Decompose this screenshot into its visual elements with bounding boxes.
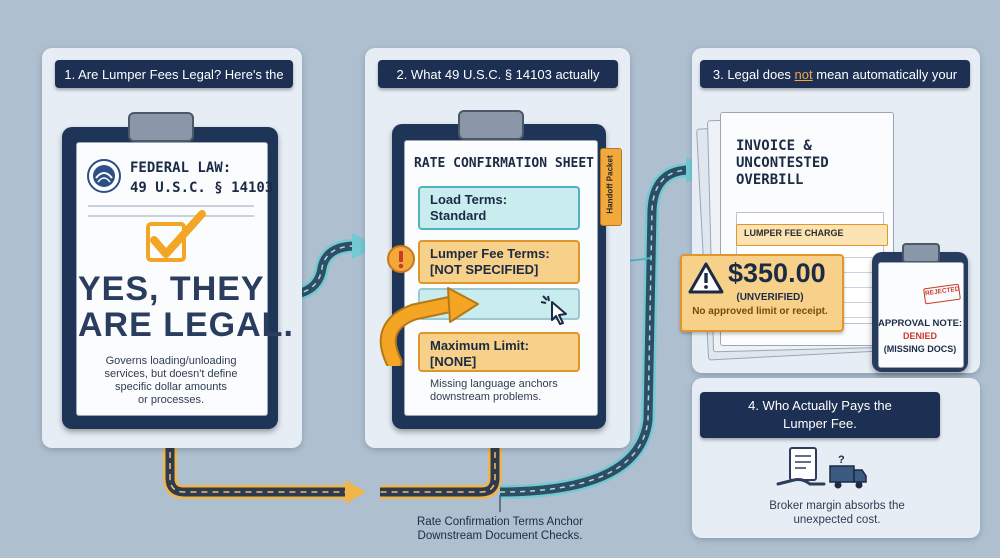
federal-seal-icon [87, 159, 121, 193]
invoice-title-2: UNCONTESTED [736, 155, 829, 171]
verdict-line-1: YES, THEY [78, 270, 265, 308]
approval-status: DENIED [902, 331, 937, 341]
lumper-terms-value: [NOT SPECIFIED] [430, 262, 539, 277]
panel4-title-line-2: Lumper Fee. [783, 416, 857, 431]
sheet-title: RATE CONFIRMATION SHEET [414, 156, 595, 171]
warning-triangle-icon [688, 262, 724, 294]
max-limit-label: Maximum Limit: [430, 338, 529, 353]
charge-label: LUMPER FEE CHARGE [744, 228, 844, 238]
missing-language-1: Missing language anchors [430, 378, 558, 390]
bottom-caption-1: Rate Confirmation Terms Anchor [417, 516, 583, 528]
paper-rule [88, 215, 254, 217]
load-terms-label: Load Terms: [430, 192, 508, 207]
lumper-terms-label: Lumper Fee Terms: [430, 246, 550, 261]
invoice-title-3: OVERBILL [736, 172, 804, 188]
verdict-line-2: ARE LEGAL. [78, 306, 294, 344]
who-pays-caption-2: unexpected cost. [793, 514, 881, 526]
cursor-click-icon [540, 295, 567, 325]
handoff-packet-tab [600, 148, 622, 226]
max-limit-value: [NONE] [430, 354, 477, 369]
fee-note: No approved limit or receipt. [692, 306, 828, 317]
invoice-title-1: INVOICE & [736, 138, 812, 154]
truck-question-icon: ? [829, 454, 867, 489]
paper-rule [88, 205, 254, 207]
law-note-2: services, but doesn't define [104, 368, 238, 380]
load-terms-box: Load Terms: Standard [418, 186, 580, 230]
missing-language-2: downstream problems. [430, 391, 542, 403]
panel3-title-prefix: 3. Legal does [712, 66, 795, 82]
approval-paper [878, 262, 964, 368]
curved-arrow-icon [379, 287, 479, 366]
panel2-title: 2. What 49 U.S.C. § 14103 actually [378, 60, 618, 88]
panel1-title: 1. Are Lumper Fees Legal? Here's the [55, 60, 293, 88]
fee-amount: $350.00 [728, 258, 826, 288]
alert-icon [387, 245, 415, 273]
law-citation: 49 U.S.C. § 14103 [130, 180, 274, 196]
approval-reason: (MISSING DOCS) [883, 344, 957, 354]
max-limit-box: Maximum Limit: [NONE] [418, 332, 580, 372]
svg-text:?: ? [838, 454, 845, 466]
handoff-packet-label: Handoff Packet [605, 155, 615, 214]
approval-label: APPROVAL NOTE: [878, 318, 963, 329]
law-note-3: specific dollar amounts [115, 381, 227, 393]
panel4-title-line-1: 4. Who Actually Pays the [748, 398, 892, 413]
panel3-title-suffix: mean automatically your [812, 66, 958, 82]
checkbox-check-icon [146, 210, 206, 262]
law-note-4: or processes. [137, 394, 205, 406]
panel4-title: 4. Who Actually Pays the Lumper Fee. [700, 392, 940, 438]
clipboard-clip [458, 110, 524, 140]
bottom-caption-2: Downstream Document Checks. [417, 530, 583, 542]
who-pays-caption-1: Broker margin absorbs the [769, 500, 905, 512]
clipboard-clip [128, 112, 194, 142]
law-heading: FEDERAL LAW: [130, 160, 232, 176]
panel3-title: 3. Legal does not mean automatically you… [700, 60, 970, 88]
load-terms-value: Standard [430, 208, 487, 223]
charge-label-box [736, 224, 888, 246]
lumper-terms-box: Lumper Fee Terms: [NOT SPECIFIED] [418, 240, 580, 284]
panel3-title-emphasis: not [794, 66, 813, 82]
orange-road-2 [380, 430, 502, 499]
orange-road [163, 423, 366, 504]
approval-clip [902, 243, 940, 263]
hand-document-icon [776, 447, 826, 486]
law-note-1: Governs loading/unloading [105, 355, 237, 367]
fee-status: (UNVERIFIED) [736, 292, 804, 303]
